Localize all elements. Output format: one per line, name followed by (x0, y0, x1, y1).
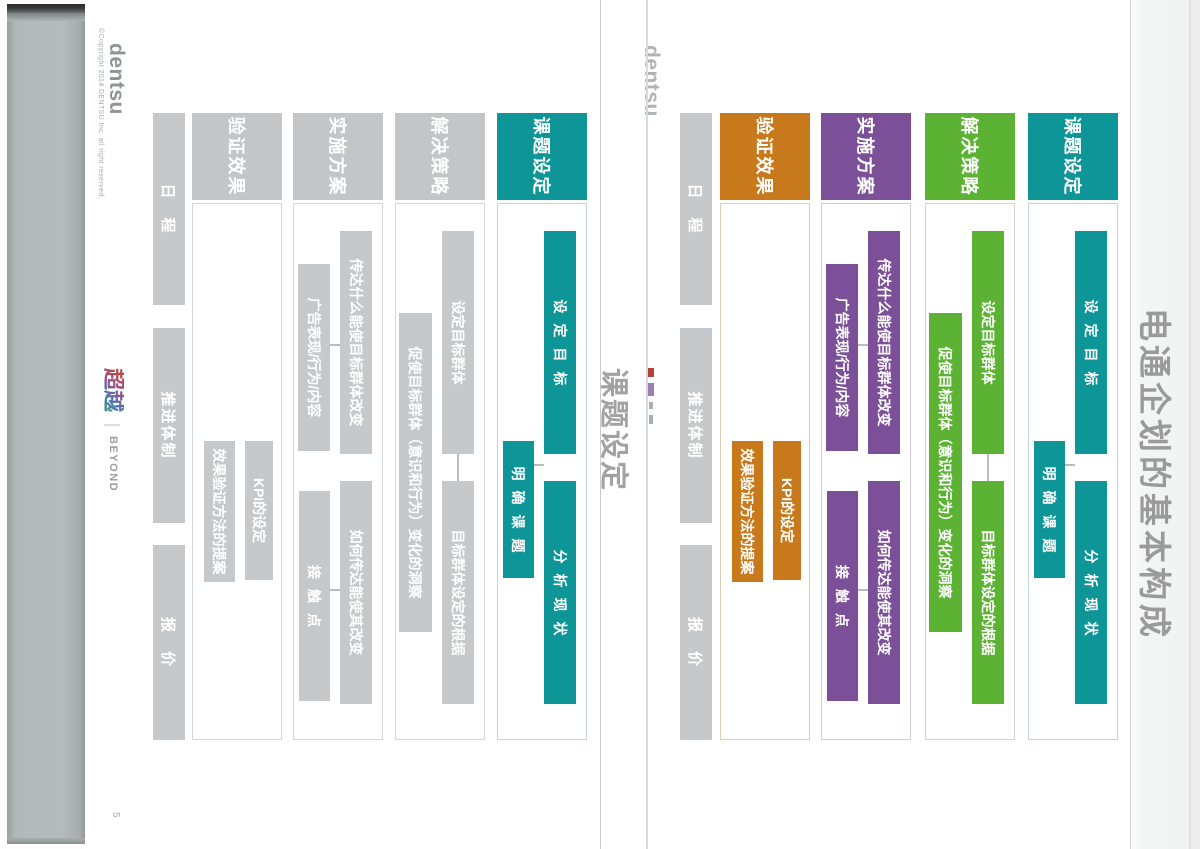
flow-box: KPI的设定 (245, 441, 273, 580)
row-content-box: 设定目标明确课题分析现状 (497, 203, 587, 740)
row-header-jiejue: 解决策略 (395, 113, 485, 200)
slide-left: 课题设定设定目标明确课题分析现状解决策略设定目标群体促使目标群体（意识和行为）变… (85, 0, 597, 849)
flow-box: 分析现状 (1075, 481, 1107, 704)
strip-dark-cap (7, 4, 86, 13)
flow-box: 广告表现/行为/内容 (826, 264, 858, 451)
row-header-shishi: 实施方案 (293, 113, 383, 200)
flow-box: 效果验证方法的提案 (204, 441, 235, 582)
row-content-box: 设定目标群体促使目标群体（意识和行为）变化的洞察目标群体设定的根据 (925, 203, 1015, 740)
row-header-shishi: 实施方案 (821, 113, 911, 200)
flow-box: 接触点 (827, 491, 858, 701)
beyond-logo: 超越 ｜ BEYOND (101, 368, 126, 493)
logo-sliver-red (648, 368, 654, 377)
page-number: 5 (110, 812, 121, 818)
row-content-box: KPI的设定效果验证方法的提案 (720, 203, 810, 740)
connector-line (987, 454, 989, 481)
logo-divider: ｜ (102, 417, 119, 434)
row-header-yanzheng: 验证效果 (720, 113, 810, 200)
scanned-page-right: 电通企划的基本构成 课题设定设定目标明确课题分析现状解决策略设定目标群体促使目标… (597, 0, 1200, 849)
scanner-binding-strip (7, 4, 86, 844)
copyright-text: ©Copyright 2014 DENTSU Inc. all right re… (97, 28, 104, 200)
side-bar: 推进体制 (153, 328, 185, 523)
row-content-box: 设定目标明确课题分析现状 (1028, 203, 1118, 740)
strip-bottom-shade (7, 838, 86, 844)
flow-box: 如何传达能使其改变 (868, 481, 900, 704)
flow-box: 明确课题 (1034, 441, 1065, 578)
side-bar: 推进体制 (680, 328, 712, 523)
strip-cap-shade (7, 13, 86, 21)
side-bar: 报 价 (153, 545, 185, 740)
flow-box: 传达什么能使目标群体改变 (868, 231, 900, 454)
dentsu-logo: dentsu (640, 45, 663, 117)
flow-box: 目标群体设定的根据 (972, 481, 1004, 704)
flow-row-jiejue: 解决策略设定目标群体促使目标群体（意识和行为）变化的洞察目标群体设定的根据 (395, 113, 485, 740)
flow-box: 效果验证方法的提案 (732, 441, 763, 582)
slide-right: 电通企划的基本构成 课题设定设定目标明确课题分析现状解决策略设定目标群体促使目标… (597, 0, 1200, 849)
flow-box: 如何传达能使其改变 (340, 481, 372, 704)
flow-box: 设定目标群体 (442, 231, 474, 454)
connector-line (1065, 464, 1075, 466)
side-bar: 报 价 (680, 545, 712, 740)
row-content-box: 设定目标群体促使目标群体（意识和行为）变化的洞察目标群体设定的根据 (395, 203, 485, 740)
flow-box: 传达什么能使目标群体改变 (340, 231, 372, 454)
side-bar: 日 程 (153, 113, 185, 305)
flow-box: 促使目标群体（意识和行为）变化的洞察 (399, 313, 432, 632)
clipped-beyond-logo-sliver (648, 368, 654, 430)
flow-box: 设定目标群体 (972, 231, 1004, 454)
logo-sliver-gray (649, 415, 653, 424)
connector-line (457, 454, 459, 481)
scan-right-margin (1191, 0, 1200, 849)
scanned-page-left: 课题设定设定目标明确课题分析现状解决策略设定目标群体促使目标群体（意识和行为）变… (85, 0, 597, 849)
connector-line (534, 464, 544, 466)
row-header-kadai: 课题设定 (497, 113, 587, 200)
page-boundary-line (600, 0, 601, 849)
row-header-yanzheng: 验证效果 (192, 113, 282, 200)
flow-row-jiejue: 解决策略设定目标群体促使目标群体（意识和行为）变化的洞察目标群体设定的根据 (925, 113, 1015, 740)
logo-sliver-purple (648, 383, 654, 396)
page-crease-line (1130, 0, 1131, 849)
flow-box: 明确课题 (503, 441, 534, 578)
chaoyue-logo-text: 超越 (101, 368, 126, 413)
flow-row-kadai: 课题设定设定目标明确课题分析现状 (497, 113, 587, 740)
flow-box: KPI的设定 (773, 441, 801, 580)
row-content-box: KPI的设定效果验证方法的提案 (192, 203, 282, 740)
sheet-edge-seam (646, 0, 648, 849)
beyond-logo-text: BEYOND (107, 436, 119, 493)
connector-line (858, 344, 868, 346)
flow-box: 广告表现/行为/内容 (298, 264, 330, 451)
flow-row-kadai: 课题设定设定目标明确课题分析现状 (1028, 113, 1118, 740)
flow-box: 接触点 (299, 491, 330, 701)
flow-box: 目标群体设定的根据 (442, 481, 474, 704)
dentsu-logo: dentsu (105, 43, 128, 115)
flow-row-shishi: 实施方案传达什么能使目标群体改变广告表现/行为/内容如何传达能使其改变接触点 (293, 113, 383, 740)
row-content-box: 传达什么能使目标群体改变广告表现/行为/内容如何传达能使其改变接触点 (293, 203, 383, 740)
row-header-kadai: 课题设定 (1028, 113, 1118, 200)
row-content-box: 传达什么能使目标群体改变广告表现/行为/内容如何传达能使其改变接触点 (821, 203, 911, 740)
flow-box: 分析现状 (544, 481, 576, 704)
section-label: 课题设定 (597, 368, 629, 493)
page-right-edge-seam (1189, 0, 1191, 849)
flow-box: 促使目标群体（意识和行为）变化的洞察 (929, 313, 962, 632)
connector-line (330, 344, 340, 346)
logo-sliver-gray (649, 402, 653, 409)
slide-title: 电通企划的基本构成 (1136, 308, 1173, 641)
flow-box: 设定目标 (1075, 231, 1107, 454)
flow-row-shishi: 实施方案传达什么能使目标群体改变广告表现/行为/内容如何传达能使其改变接触点 (821, 113, 911, 740)
flow-box: 设定目标 (544, 231, 576, 454)
side-bar: 日 程 (680, 113, 712, 305)
row-header-jiejue: 解决策略 (925, 113, 1015, 200)
connector-line (858, 589, 868, 591)
connector-line (330, 589, 340, 591)
